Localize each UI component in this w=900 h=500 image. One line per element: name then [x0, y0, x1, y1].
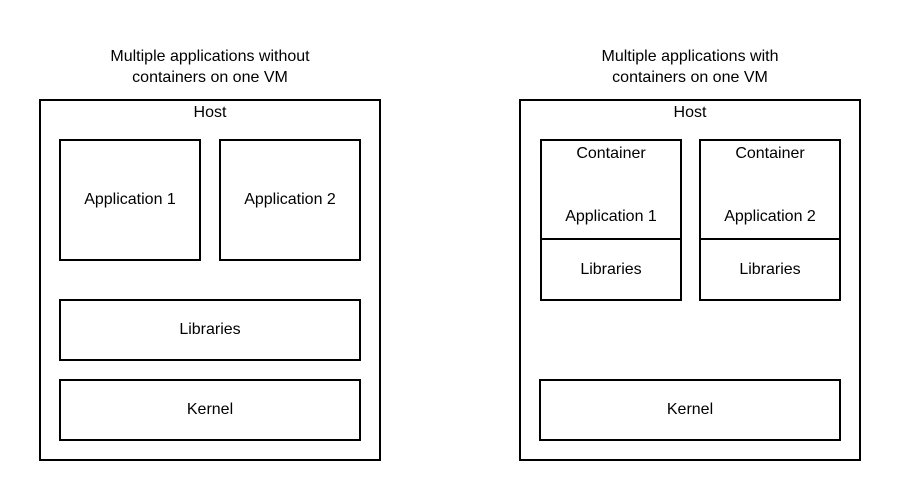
left-application-1-box: Application 1 [59, 139, 201, 261]
right-diagram-title: Multiple applications with containers on… [540, 46, 840, 88]
left-libraries-box: Libraries [59, 299, 361, 361]
container-2-title: Container [735, 145, 805, 162]
left-libraries-label: Libraries [179, 321, 241, 338]
left-diagram-title: Multiple applications without containers… [60, 46, 360, 88]
container-2-application-label: Application 2 [724, 208, 816, 225]
container-1-title: Container [576, 145, 646, 162]
left-kernel-box: Kernel [59, 379, 361, 441]
container-1-libraries-label: Libraries [580, 260, 642, 278]
left-application-1-label: Application 1 [84, 191, 176, 208]
left-application-2-label: Application 2 [244, 191, 336, 208]
right-kernel-box: Kernel [539, 379, 841, 441]
container-1-app-section: Container Application 1 [542, 141, 680, 240]
left-kernel-label: Kernel [186, 401, 234, 418]
container-2-box: Container Application 2 Libraries [699, 139, 841, 301]
left-title-line2: containers on one VM [132, 69, 288, 86]
left-host-label: Host [193, 104, 227, 121]
right-kernel-label: Kernel [666, 401, 714, 418]
left-application-2-box: Application 2 [219, 139, 361, 261]
container-2-app-section: Container Application 2 [701, 141, 839, 240]
container-2-libraries-label: Libraries [739, 260, 801, 278]
container-1-application-label: Application 1 [565, 208, 657, 225]
left-title-line1: Multiple applications without [110, 48, 310, 65]
right-title-line2: containers on one VM [612, 69, 768, 86]
container-1-box: Container Application 1 Libraries [540, 139, 682, 301]
right-host-label: Host [673, 104, 707, 121]
right-title-line1: Multiple applications with [601, 48, 779, 65]
